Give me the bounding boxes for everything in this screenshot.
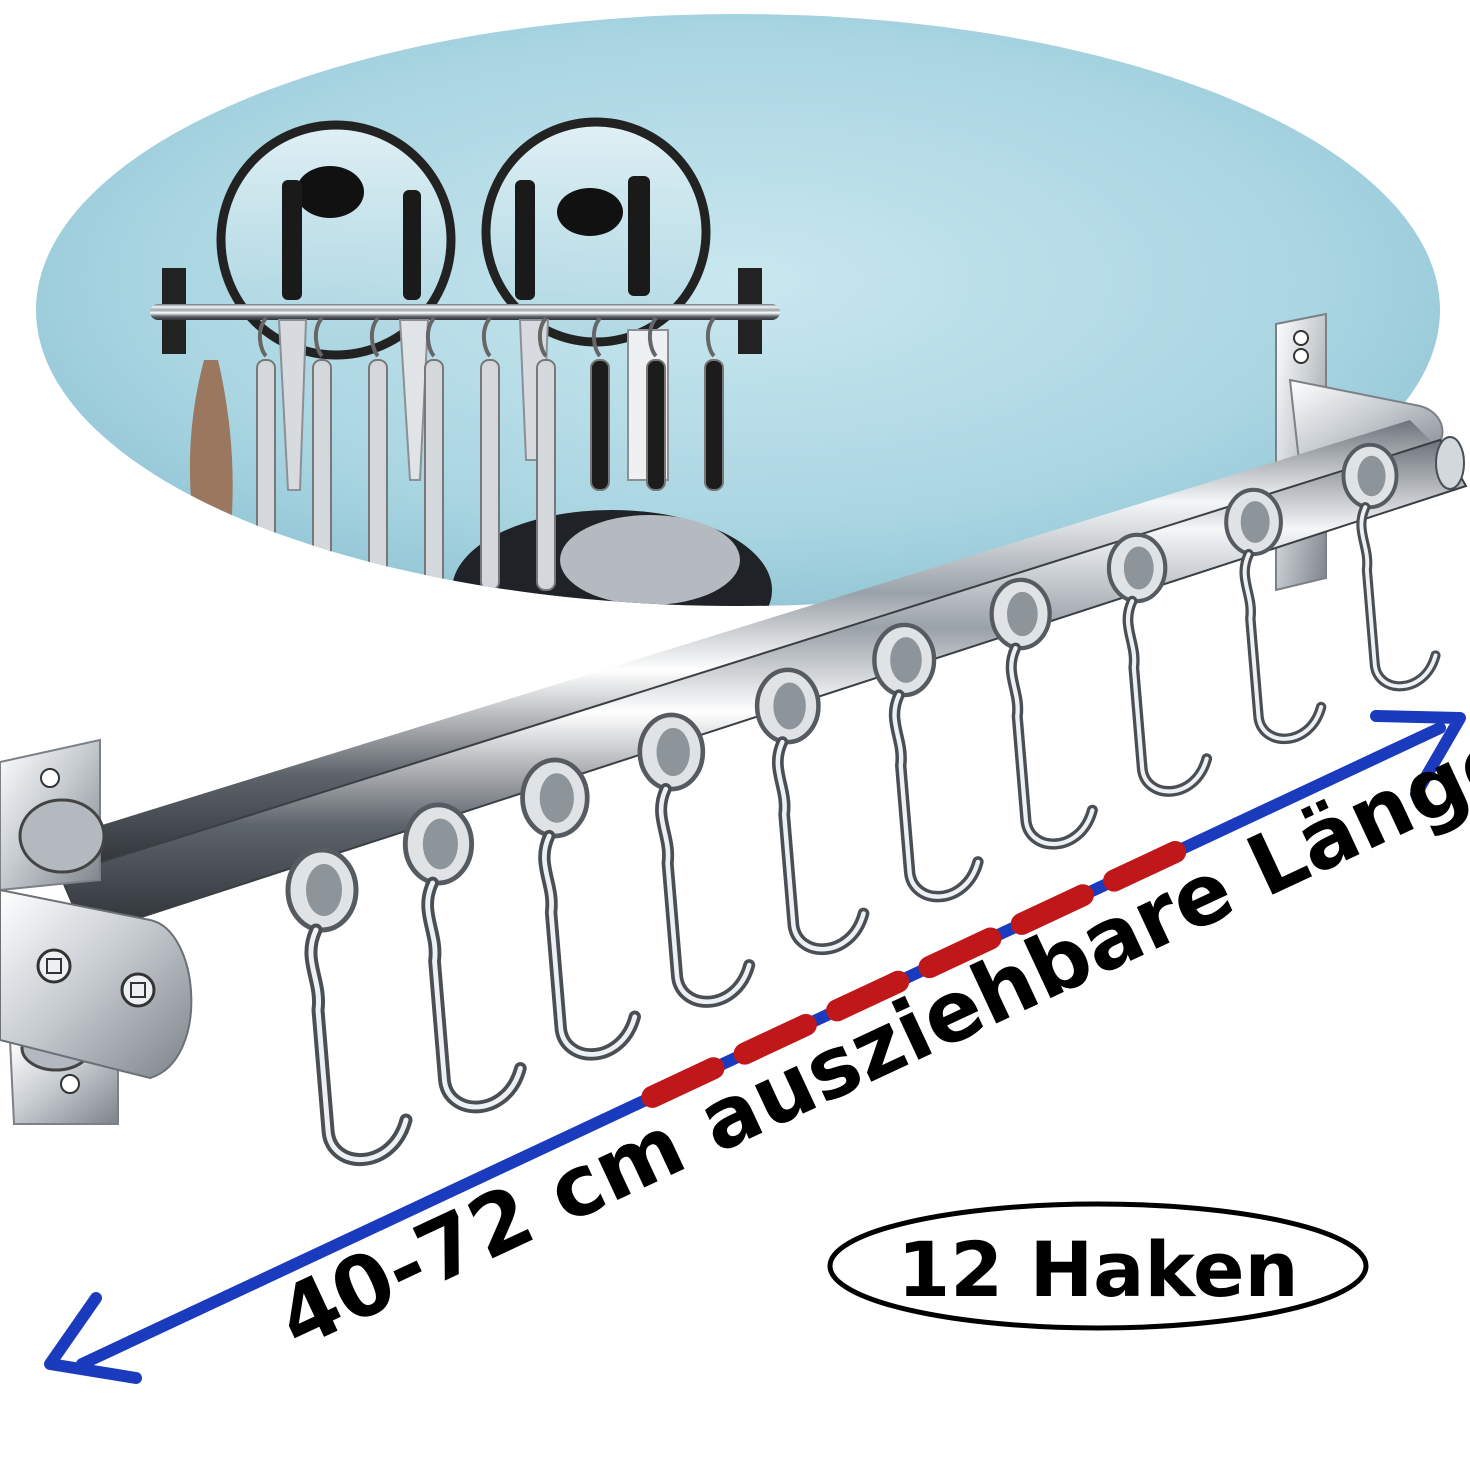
extension-dash (641, 1057, 725, 1108)
hook (637, 712, 756, 1008)
hanging-utensil (704, 316, 724, 491)
hook (1341, 442, 1441, 692)
hook (285, 847, 413, 1167)
hook (754, 667, 870, 956)
hanging-utensil (368, 316, 388, 591)
hook (872, 622, 984, 903)
length-arrow-icon (44, 710, 1466, 1384)
pot-lid-right (481, 117, 711, 347)
inset-photo (36, 14, 1440, 606)
hanging-utensil (590, 316, 610, 491)
hook (989, 577, 1098, 850)
hook (1106, 532, 1213, 797)
extension-dash (826, 970, 910, 1022)
extension-dash (1010, 884, 1094, 935)
hanging-utensil (424, 316, 444, 591)
hook-count-badge: 12 Haken (827, 1201, 1369, 1331)
wall-hook-rail (0, 312, 1468, 1167)
hook-count-label: 12 Haken (897, 1225, 1298, 1314)
inset-rail (150, 304, 780, 320)
arrow-head-left (44, 1292, 142, 1384)
extension-dash (918, 927, 1002, 979)
hook (1224, 487, 1327, 745)
bracket-screw-1 (36, 948, 72, 984)
rail-back-tube (60, 420, 1440, 875)
steel-pan (560, 515, 740, 605)
pot-lid-left (216, 120, 456, 360)
hook (402, 802, 527, 1114)
extension-dashes (641, 841, 1187, 1108)
wooden-spatula (189, 360, 233, 540)
hanging-utensil (646, 316, 666, 491)
left-mounting-bracket (0, 738, 193, 1125)
arrow-head-right (1370, 710, 1466, 800)
knife-1 (277, 180, 308, 491)
bracket-screw-2 (120, 972, 156, 1008)
rail-end-cap (1435, 436, 1465, 490)
extension-dash (1103, 841, 1187, 892)
hanging-utensil (536, 316, 556, 591)
extension-dash (733, 1014, 817, 1065)
hook (520, 757, 641, 1061)
knife-2 (398, 190, 430, 481)
hook-group (285, 442, 1441, 1167)
